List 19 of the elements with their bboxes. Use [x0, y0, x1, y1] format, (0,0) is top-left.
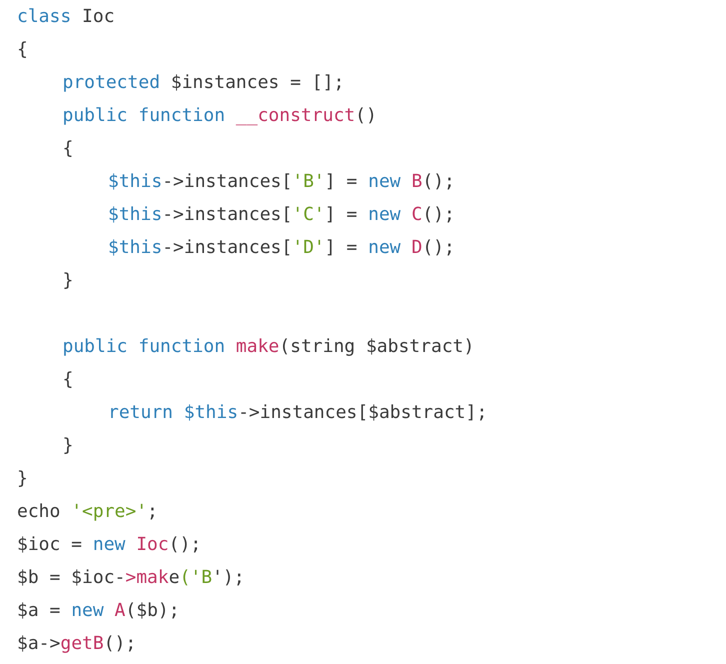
code-line: $a = new A($b); — [17, 599, 180, 623]
code-line: { — [17, 38, 28, 62]
code-line: { — [62, 137, 74, 161]
code-line: echo '<pre>'; — [17, 500, 158, 524]
code-line: protected $instances = []; — [62, 71, 344, 95]
code-line: } — [62, 434, 74, 458]
code-line: $this->instances['B'] = new B(); — [108, 170, 455, 194]
code-line: return $this->instances[$abstract]; — [108, 401, 488, 425]
code-line: } — [62, 269, 74, 293]
code-line: $a->getB(); — [17, 632, 136, 656]
code-line: class Ioc — [17, 5, 115, 29]
code-line: { — [62, 368, 74, 392]
code-line: $this->instances['C'] = new C(); — [108, 203, 455, 227]
code-line: $b = $ioc->make('B'); — [17, 566, 245, 590]
code-line: public function make(string $abstract) — [62, 335, 474, 359]
code-line: } — [17, 467, 28, 491]
code-line: public function __construct() — [62, 104, 377, 128]
code-line: $this->instances['D'] = new D(); — [108, 236, 455, 260]
code-line: $ioc = new Ioc(); — [17, 533, 202, 557]
